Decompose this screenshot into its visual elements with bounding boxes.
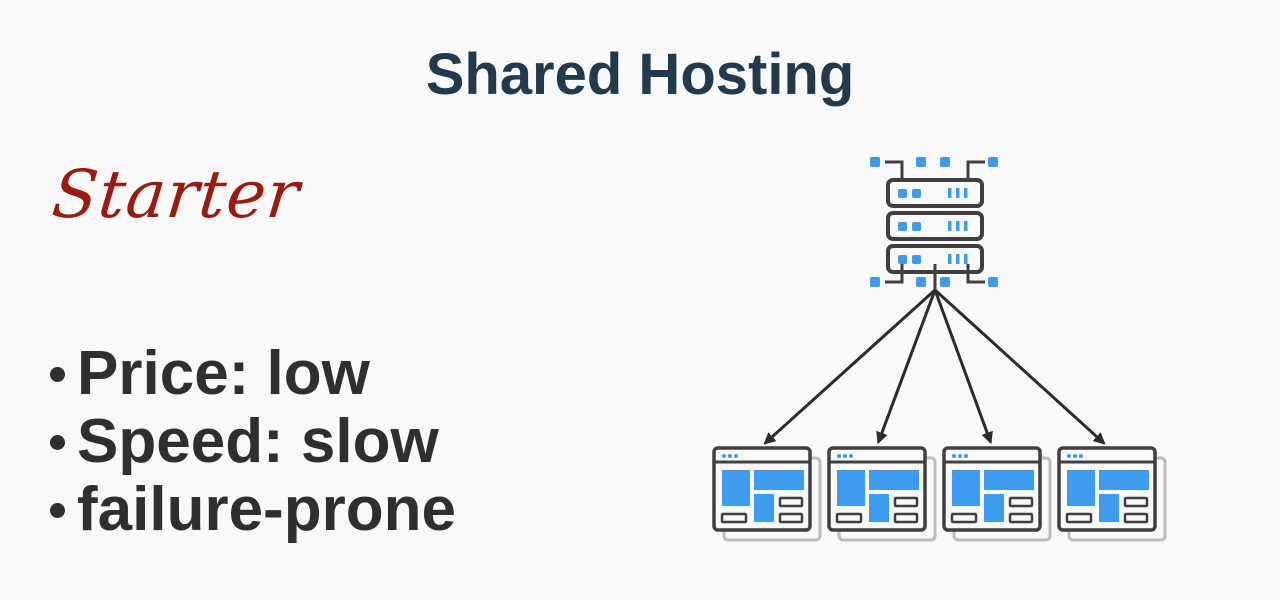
connection-arrows: [763, 288, 1106, 445]
arrow: [933, 288, 1106, 445]
server-unit: [886, 211, 984, 241]
website-icon: [827, 446, 937, 542]
arrow: [876, 289, 937, 445]
arrow: [933, 289, 993, 445]
slide-title: Shared Hosting: [425, 42, 855, 107]
server-connector-dots: [870, 157, 998, 287]
server-brackets: [885, 160, 985, 284]
bullet-icon: [50, 434, 65, 450]
feature-list: Price: low Speed: slow failure-prone: [50, 340, 456, 544]
server-unit: [886, 178, 984, 208]
feature-text: Price: low: [77, 339, 370, 408]
arrow: [763, 288, 937, 445]
website-icon: [1057, 446, 1167, 542]
feature-item-speed: Speed: slow: [50, 408, 456, 476]
website-icon: [942, 446, 1052, 542]
website-icon: [712, 446, 822, 542]
bullet-icon: [50, 366, 65, 382]
website-icons: [712, 446, 1167, 542]
feature-text: failure-prone: [77, 475, 456, 544]
feature-text: Speed: slow: [77, 407, 439, 476]
bullet-icon: [50, 502, 65, 518]
feature-item-reliability: failure-prone: [50, 476, 456, 544]
server-rack-icon: [870, 157, 998, 290]
feature-item-price: Price: low: [50, 340, 456, 408]
